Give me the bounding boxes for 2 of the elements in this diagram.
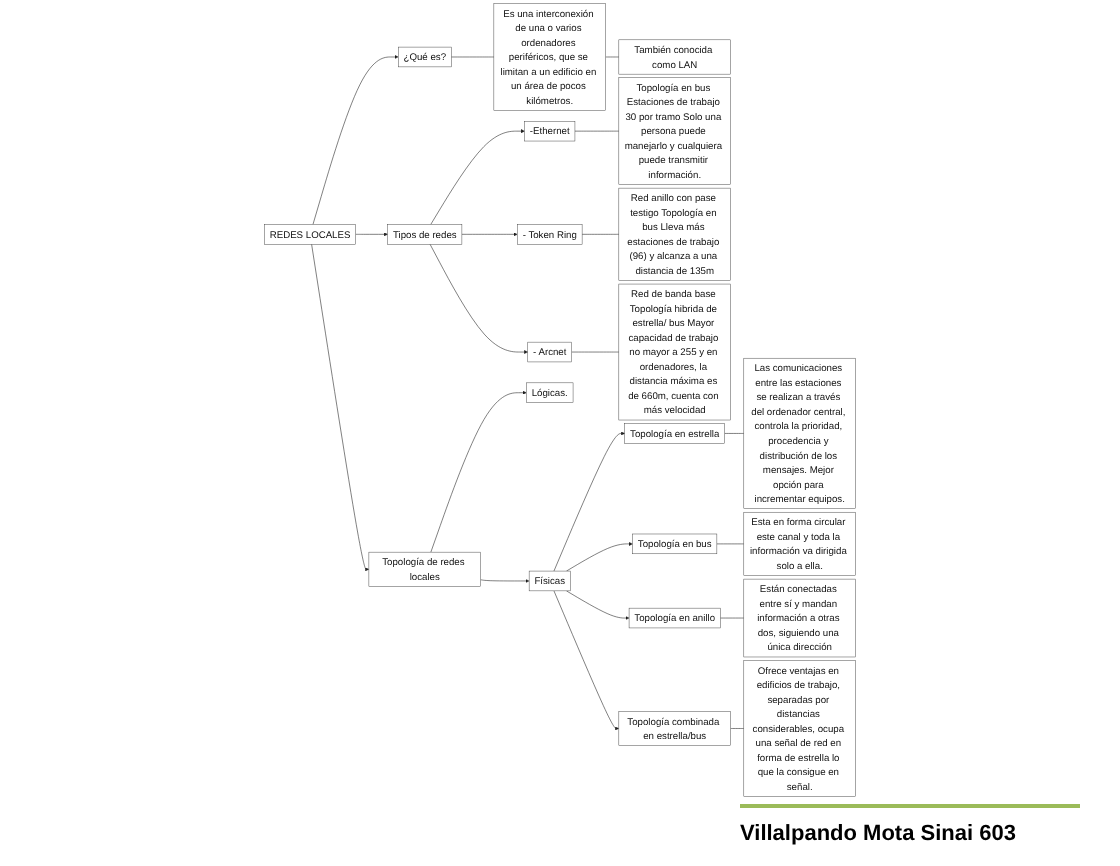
connector: [730, 728, 745, 729]
author-note: Villalpando Mota Sinai 603: [740, 822, 1016, 846]
